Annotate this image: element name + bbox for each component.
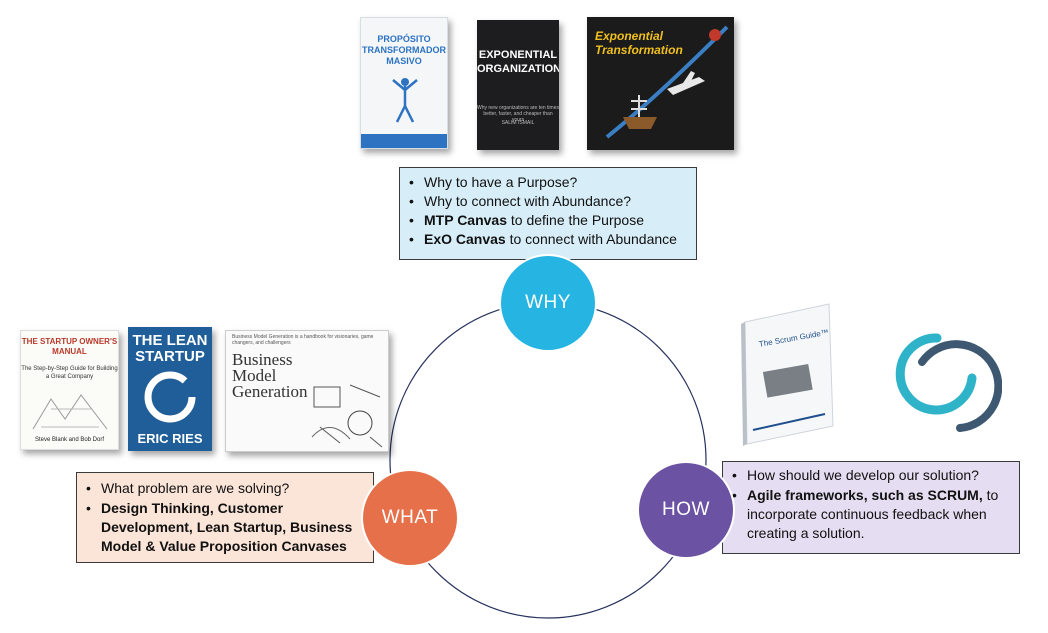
book-cover-startup-owners-manual: THE STARTUP OWNER'S MANUAL The Step-by-S… — [20, 330, 119, 450]
bullet-text: Why to connect with Abundance? — [424, 193, 632, 209]
what-bullet-list: What problem are we solving? Design Think… — [79, 479, 367, 556]
book-cover-exponential-organizations: EXPONENTIAL ORGANIZATIONS Why new organi… — [477, 20, 559, 150]
doodles-illustration-icon — [311, 384, 383, 448]
book-author: ERIC RIES — [137, 431, 203, 446]
book-title: EXPONENTIAL ORGANIZATIONS — [477, 49, 559, 75]
book-cover-lean-startup: THE LEAN STARTUP ERIC RIES — [128, 327, 212, 451]
book-cover-exponential-transformation: Exponential Transformation — [587, 17, 734, 150]
bullet-item: Design Thinking, Customer Development, L… — [79, 499, 367, 556]
book-author: SALIM ISMAIL — [501, 120, 535, 126]
bullet-text: What problem are we solving? — [101, 480, 290, 496]
bullet-bold-text: ExO Canvas — [424, 231, 506, 247]
scrum-rings-logo-icon — [895, 333, 1002, 432]
why-circle: WHY — [499, 254, 597, 352]
bullet-text: How should we develop our solution? — [747, 467, 979, 483]
bullet-text: Why to have a Purpose? — [424, 174, 578, 190]
how-circle: HOW — [637, 461, 735, 559]
bullet-item: What problem are we solving? — [79, 479, 367, 498]
what-circle: WHAT — [361, 469, 459, 567]
plane-and-ship-illustration-icon — [605, 25, 729, 139]
bullet-text: to connect with Abundance — [505, 231, 677, 247]
book-title: Business Model Generation — [232, 350, 308, 401]
why-text-box: Why to have a Purpose? Why to connect wit… — [399, 167, 697, 260]
bullet-item: How should we develop our solution? — [725, 466, 1013, 485]
book-subtitle: The Step-by-Step Guide for Building a Gr… — [21, 366, 118, 380]
what-label: WHAT — [381, 507, 439, 528]
book-cover-scrum-guide: The Scrum Guide™ — [741, 303, 834, 446]
book-cover-proposito-transformador-masivo: PROPÓSITO TRANSFORMADOR MASIVO — [360, 17, 448, 149]
how-text-box: How should we develop our solution? Agile… — [722, 461, 1020, 554]
book-title: PROPÓSITO TRANSFORMADOR MASIVO — [362, 34, 446, 66]
how-label: HOW — [662, 499, 710, 520]
bullet-item: Agile frameworks, such as SCRUM, to inco… — [725, 486, 1013, 543]
book-title: Exponential Transformation — [595, 29, 683, 57]
how-bullet-list: How should we develop our solution? Agile… — [725, 466, 1013, 543]
book-cover-business-model-generation: Business Model Generation is a handbook … — [225, 330, 389, 452]
why-bullet-list: Why to have a Purpose? Why to connect wit… — [402, 173, 690, 249]
cover-band — [361, 134, 447, 148]
figure-illustration-icon — [392, 78, 418, 123]
bullet-bold-text: Agile frameworks, such as SCRUM, — [747, 487, 983, 503]
book-blurb: Business Model Generation is a handbook … — [232, 334, 374, 346]
bullet-item: Why to connect with Abundance? — [402, 192, 690, 211]
bullet-item: Why to have a Purpose? — [402, 173, 690, 192]
what-text-box: What problem are we solving? Design Think… — [76, 472, 374, 563]
bullet-item: ExO Canvas to connect with Abundance — [402, 230, 690, 249]
bullet-bold-text: MTP Canvas — [424, 212, 507, 228]
bullet-text: to define the Purpose — [507, 212, 644, 228]
book-authors: Steve Blank and Bob Dorf — [34, 437, 105, 443]
bullet-item: MTP Canvas to define the Purpose — [402, 211, 690, 230]
book-title: THE LEAN STARTUP — [132, 332, 208, 365]
book-title: THE STARTUP OWNER'S MANUAL — [21, 337, 118, 356]
brush-circle-icon — [144, 371, 196, 423]
why-label: WHY — [525, 292, 571, 313]
bullet-bold-text: Design Thinking, Customer Development, L… — [101, 500, 353, 554]
sketch-illustration-icon — [32, 394, 108, 430]
bullet-text: to incorporate continuous feedback when … — [747, 487, 999, 541]
book-tagline: Why new organizations are ten times bett… — [477, 105, 559, 123]
